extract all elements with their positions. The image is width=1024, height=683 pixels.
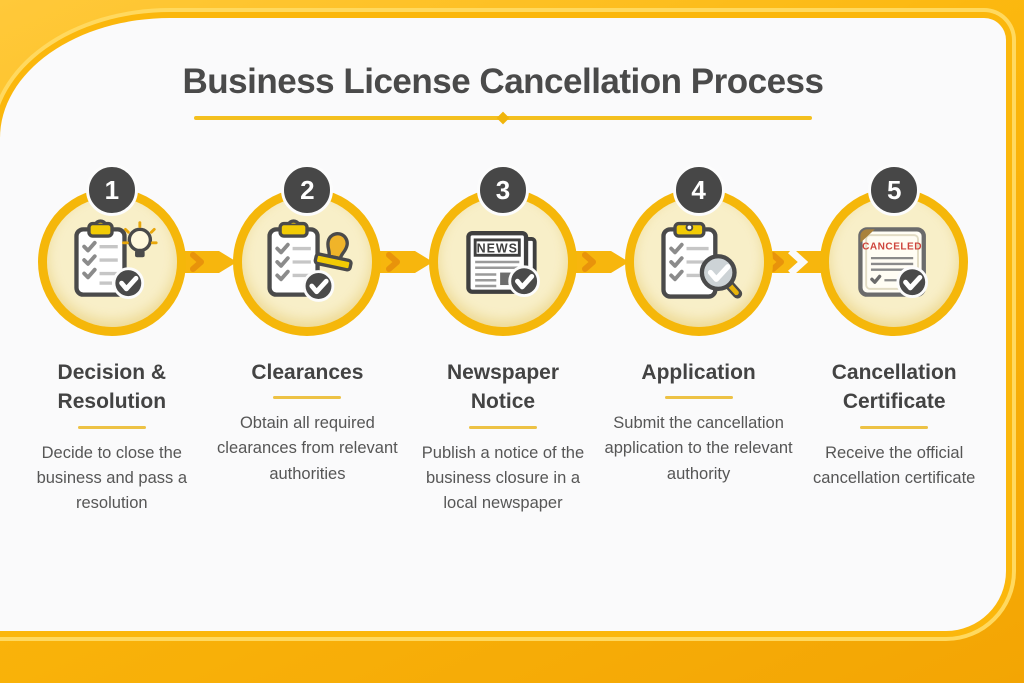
- page-title: Business License Cancellation Process: [182, 62, 824, 101]
- step-title-underline: [468, 425, 537, 429]
- step-item-1: 1: [14, 164, 210, 516]
- clipboard-stamp-icon: [267, 219, 354, 302]
- clipboard-search-icon: [660, 221, 742, 299]
- step-title: Newspaper Notice: [446, 361, 559, 414]
- diamond-accent-icon: [496, 111, 510, 125]
- step-item-3: 3 NEWS: [405, 164, 601, 516]
- content-panel: Business License Cancellation Process: [0, 18, 1006, 631]
- chevron-right-icon: [562, 244, 639, 285]
- step-item-5: 5 CANCELED: [796, 164, 992, 516]
- step-number-badge: 4: [672, 164, 725, 216]
- stamp-icon: [314, 232, 354, 272]
- step-circle-area: 3 NEWS: [405, 164, 601, 348]
- header: Business License Cancellation Process: [0, 18, 1006, 125]
- step-title-underline: [77, 425, 146, 429]
- process-steps: 1: [0, 164, 1006, 516]
- step-number-badge: 5: [868, 164, 921, 216]
- step-title: Cancellation Certificate: [831, 361, 957, 414]
- step-item-2: 2: [210, 164, 406, 516]
- magnifier-check-icon: [699, 254, 742, 299]
- check-circle-icon: [508, 265, 540, 298]
- step-circle-area: 1: [14, 164, 210, 348]
- certificate-icon: CANCELED: [858, 227, 929, 298]
- step-title: Decision & Resolution: [57, 361, 167, 414]
- newspaper-icon: NEWS: [466, 231, 540, 298]
- step-description: Obtain all required clearances from rele…: [217, 414, 398, 483]
- svg-text:CANCELED: CANCELED: [862, 242, 922, 253]
- step-title: Application: [641, 361, 756, 384]
- step-title: Clearances: [251, 361, 364, 384]
- step-title-underline: [273, 396, 342, 400]
- step-number-badge: 2: [281, 164, 334, 216]
- lightbulb-icon: [121, 221, 158, 258]
- step-description: Receive the official cancellation certif…: [813, 443, 976, 487]
- check-circle-icon: [303, 270, 335, 302]
- step-circle-area: 2: [210, 164, 406, 348]
- step-description: Submit the cancellation application to t…: [604, 414, 793, 483]
- chevron-right-icon: [171, 244, 247, 285]
- step-number-badge: 3: [476, 164, 529, 216]
- svg-text:NEWS: NEWS: [477, 241, 518, 255]
- step-title-underline: [664, 396, 733, 400]
- chevron-right-icon: [367, 244, 443, 285]
- check-circle-icon: [112, 267, 144, 299]
- title-underline: [194, 111, 812, 125]
- step-circle: [624, 188, 773, 336]
- step-number-badge: 1: [85, 164, 138, 216]
- step-circle-area: 4: [601, 164, 797, 348]
- step-description: Decide to close the business and pass a …: [36, 443, 188, 512]
- step-item-4: 4: [601, 164, 797, 516]
- clipboard-idea-icon: [74, 219, 158, 299]
- step-description: Publish a notice of the business closure…: [421, 443, 585, 512]
- step-title-underline: [860, 425, 929, 429]
- double-chevron-right-icon: [754, 244, 839, 285]
- check-circle-icon: [896, 266, 929, 298]
- step-circle-area: 5 CANCELED: [796, 164, 992, 348]
